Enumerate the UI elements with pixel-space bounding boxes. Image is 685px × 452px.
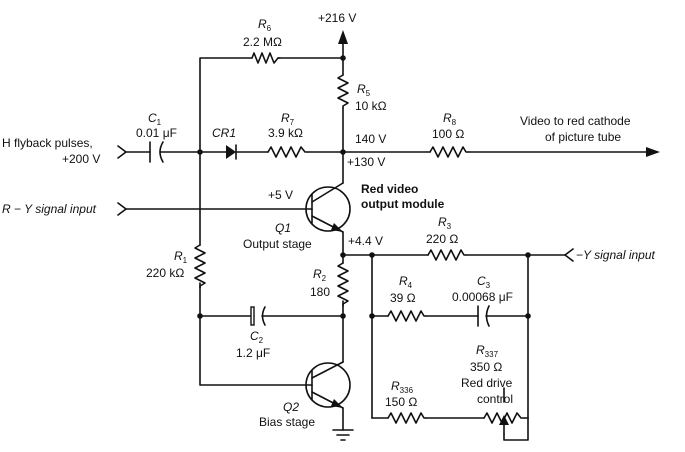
r4-ref: R4	[399, 274, 413, 290]
r4-value: 39 Ω	[390, 291, 416, 305]
resistor-r8-icon	[429, 146, 469, 158]
r-y-input-chevron-icon	[117, 202, 127, 216]
voltage-5v: +5 V	[268, 188, 293, 202]
voltage-140v: 140 V	[355, 132, 386, 146]
resistor-r1-icon	[194, 244, 206, 289]
capacitor-c2-icon	[250, 306, 266, 326]
supply-voltage-label: +216 V	[318, 11, 356, 25]
q1-ref: Q1	[275, 221, 291, 235]
y-input-label: −Y signal input	[576, 248, 656, 262]
supply-arrow-icon	[338, 30, 348, 44]
r337-label-line2: control	[477, 392, 513, 406]
r337-label-line1: Red drive	[461, 376, 513, 390]
resistor-r336-icon	[387, 412, 427, 424]
module-label-line1: Red video	[361, 182, 418, 196]
h-flyback-label-line1: H flyback pulses,	[2, 136, 93, 150]
resistor-r7-icon	[267, 146, 309, 158]
r336-ref: R336	[391, 379, 414, 395]
r5-value: 10 kΩ	[355, 99, 387, 113]
q2-ref: Q2	[283, 400, 299, 414]
module-label-line2: output module	[361, 197, 445, 211]
r6-value: 2.2 MΩ	[243, 35, 282, 49]
ground-icon	[332, 429, 354, 441]
r7-value: 3.9 kΩ	[268, 126, 303, 140]
r6-ref: R6	[258, 17, 272, 33]
resistor-r6-icon	[251, 52, 281, 64]
r2-ref: R2	[313, 267, 327, 283]
junction-dots	[197, 55, 531, 319]
circuit-wiring	[125, 41, 651, 441]
transistor-q1-icon	[305, 182, 351, 233]
y-input-chevron-icon	[564, 248, 574, 262]
output-label-line1: Video to red cathode	[520, 114, 631, 128]
q1-label: Output stage	[243, 237, 312, 251]
cr1-ref: CR1	[212, 126, 236, 140]
r8-value: 100 Ω	[432, 127, 464, 141]
r5-ref: R5	[357, 82, 371, 98]
transistor-q2-icon	[305, 361, 351, 409]
c1-ref: C1	[148, 111, 162, 127]
q2-label: Bias stage	[259, 415, 315, 429]
r337-value: 350 Ω	[470, 360, 502, 374]
capacitor-c3-icon	[477, 305, 490, 327]
h-flyback-label-line2: +200 V	[62, 152, 100, 166]
r7-ref: R7	[281, 111, 295, 127]
r337-ref: R337	[476, 343, 499, 359]
c1-value: 0.01 μF	[136, 126, 177, 140]
c3-value: 0.00068 μF	[452, 290, 513, 304]
resistor-r4-icon	[387, 310, 427, 322]
resistor-r5-icon	[337, 74, 349, 109]
resistor-r2-icon	[337, 262, 349, 307]
capacitor-c1-icon	[149, 141, 164, 163]
c2-value: 1.2 μF	[236, 346, 270, 360]
h-flyback-input-chevron-icon	[117, 145, 127, 159]
resistor-r3-icon	[427, 249, 467, 261]
r3-ref: R3	[438, 215, 452, 231]
output-label-line2: of picture tube	[545, 130, 621, 144]
voltage-130v: +130 V	[347, 155, 385, 169]
r-y-input-label: R − Y signal input	[2, 202, 97, 216]
voltage-4-4v: +4.4 V	[348, 234, 383, 248]
output-arrow-icon	[646, 147, 660, 157]
c2-ref: C2	[250, 329, 264, 345]
diode-cr1-icon	[226, 144, 237, 160]
r8-ref: R8	[443, 111, 457, 127]
c3-ref: C3	[477, 274, 491, 290]
r336-value: 150 Ω	[385, 395, 417, 409]
r1-value: 220 kΩ	[146, 266, 184, 280]
r1-ref: R1	[174, 249, 188, 265]
r2-value: 180	[310, 285, 330, 299]
r3-value: 220 Ω	[426, 232, 458, 246]
